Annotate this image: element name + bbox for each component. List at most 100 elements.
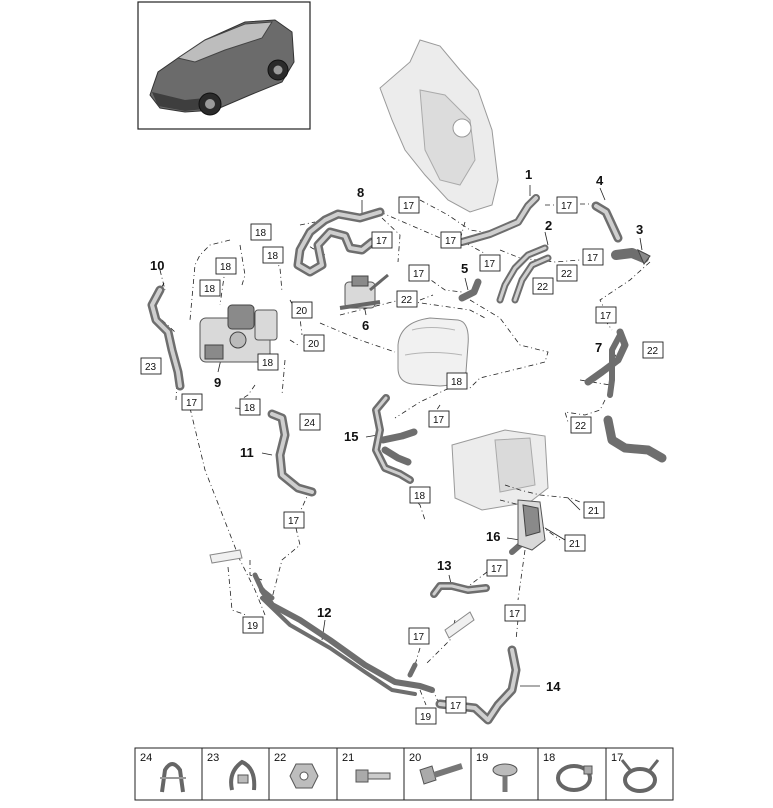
svg-text:21: 21 xyxy=(569,539,581,550)
expansion-tank xyxy=(397,317,469,387)
callout-12: 12 xyxy=(317,605,331,620)
ref-box-22: 22 xyxy=(532,277,554,295)
components xyxy=(199,273,546,639)
callout-16: 16 xyxy=(486,529,500,544)
callout-6: 6 xyxy=(362,318,369,333)
legend-hose-clamp-18-icon xyxy=(556,764,593,792)
svg-text:17: 17 xyxy=(491,564,503,575)
ref-box-18: 18 xyxy=(215,257,237,275)
legend-spring-clamp-17-icon xyxy=(620,759,660,793)
callout-5: 5 xyxy=(461,261,468,276)
vehicle-thumbnail xyxy=(137,1,311,130)
callout-labels: 1 2 3 4 5 6 7 8 9 10 11 12 13 14 15 16 xyxy=(150,167,643,694)
body-panel-upper xyxy=(379,39,499,213)
legend-clip-23-icon xyxy=(229,759,257,791)
ref-box-17: 17 xyxy=(440,231,462,249)
callout-13: 13 xyxy=(437,558,451,573)
ref-box-21: 21 xyxy=(564,534,586,552)
ref-box-17: 17 xyxy=(408,627,430,645)
svg-text:17: 17 xyxy=(587,253,599,264)
svg-text:17: 17 xyxy=(450,701,462,712)
ref-box-22: 22 xyxy=(396,290,418,308)
ref-box-17: 17 xyxy=(371,231,393,249)
svg-text:22: 22 xyxy=(561,269,573,280)
ref-box-18: 18 xyxy=(409,486,431,504)
ref-box-21: 21 xyxy=(583,501,605,519)
svg-text:17: 17 xyxy=(403,201,415,212)
svg-text:19: 19 xyxy=(420,712,432,723)
svg-text:18: 18 xyxy=(220,262,232,273)
svg-text:17: 17 xyxy=(509,609,521,620)
ref-box-18: 18 xyxy=(262,246,284,264)
svg-text:17: 17 xyxy=(186,398,198,409)
svg-text:22: 22 xyxy=(647,346,659,357)
svg-text:18: 18 xyxy=(255,228,267,239)
svg-text:20: 20 xyxy=(296,306,308,317)
legend-bolt-20-icon xyxy=(419,763,463,785)
legend-num-20: 20 xyxy=(409,752,421,764)
ref-box-19: 19 xyxy=(242,616,264,634)
callout-7: 7 xyxy=(595,340,602,355)
ref-box-20: 20 xyxy=(303,334,325,352)
hoses xyxy=(147,194,667,725)
svg-text:18: 18 xyxy=(244,403,256,414)
ref-box-17: 17 xyxy=(595,306,617,324)
svg-text:22: 22 xyxy=(575,421,587,432)
ref-box-23: 23 xyxy=(140,357,162,375)
svg-text:18: 18 xyxy=(414,491,426,502)
svg-text:17: 17 xyxy=(484,259,496,270)
svg-text:24: 24 xyxy=(304,418,316,429)
svg-text:23: 23 xyxy=(145,362,157,373)
ref-box-17: 17 xyxy=(181,393,203,411)
legend-bolt-21-icon xyxy=(355,769,391,783)
svg-text:19: 19 xyxy=(247,621,259,632)
ref-box-18: 18 xyxy=(446,372,468,390)
ref-box-17: 17 xyxy=(445,696,467,714)
svg-text:17: 17 xyxy=(413,269,425,280)
callout-3: 3 xyxy=(636,222,643,237)
ref-box-18: 18 xyxy=(239,398,261,416)
callout-10: 10 xyxy=(150,258,164,273)
ref-box-17: 17 xyxy=(504,604,526,622)
svg-text:18: 18 xyxy=(267,251,279,262)
svg-text:20: 20 xyxy=(308,339,320,350)
ref-box-17: 17 xyxy=(486,559,508,577)
parts-legend: 24 23 22 21 20 19 18 17 xyxy=(134,747,674,801)
callout-9: 9 xyxy=(214,375,221,390)
legend-num-22: 22 xyxy=(274,752,286,764)
svg-text:18: 18 xyxy=(204,284,216,295)
svg-text:17: 17 xyxy=(600,311,612,322)
ref-box-17: 17 xyxy=(428,410,450,428)
ref-box-22: 22 xyxy=(556,264,578,282)
svg-text:17: 17 xyxy=(445,236,457,247)
legend-num-21: 21 xyxy=(342,752,354,764)
svg-text:17: 17 xyxy=(413,632,425,643)
svg-text:18: 18 xyxy=(451,377,463,388)
ref-box-22: 22 xyxy=(642,341,664,359)
svg-text:17: 17 xyxy=(288,516,300,527)
ref-box-17: 17 xyxy=(398,196,420,214)
ref-box-17: 17 xyxy=(283,511,305,529)
callout-11: 11 xyxy=(240,445,254,460)
ref-box-19: 19 xyxy=(415,707,437,725)
legend-num-19: 19 xyxy=(476,752,488,764)
reference-boxes: 17 17 17 17 17 17 17 17 17 17 17 17 17 1… xyxy=(140,196,664,725)
callout-4: 4 xyxy=(596,173,604,188)
svg-text:17: 17 xyxy=(376,236,388,247)
legend-clip-24-icon xyxy=(160,762,186,793)
ref-box-18: 18 xyxy=(257,353,279,371)
legend-num-24: 24 xyxy=(140,752,152,764)
ref-box-18: 18 xyxy=(250,223,272,241)
ref-box-22: 22 xyxy=(570,416,592,434)
ref-box-20: 20 xyxy=(291,301,313,319)
legend-num-18: 18 xyxy=(543,752,555,764)
ref-box-17: 17 xyxy=(408,264,430,282)
callout-14: 14 xyxy=(546,679,561,694)
ref-box-17: 17 xyxy=(479,254,501,272)
legend-num-17: 17 xyxy=(611,752,623,764)
legend-num-23: 23 xyxy=(207,752,219,764)
ref-box-17: 17 xyxy=(582,248,604,266)
callout-15: 15 xyxy=(344,429,358,444)
svg-text:22: 22 xyxy=(537,282,549,293)
